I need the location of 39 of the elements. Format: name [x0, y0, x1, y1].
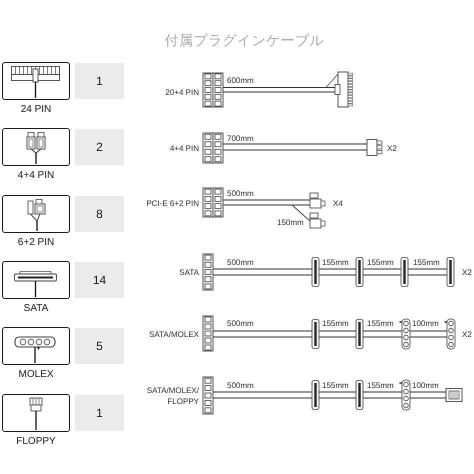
length-label: 155mm [413, 256, 440, 268]
cable-type-label: SATA/MOLEX/ FLOPPY [146, 385, 199, 407]
length-label: 155mm [322, 318, 349, 328]
quantity-cell: 8 [75, 196, 124, 232]
length-label: 155mm [322, 256, 349, 268]
quantity-cell: 14 [75, 262, 124, 298]
length-label: 500mm [227, 318, 254, 328]
connector-name: 4+4 PIN [18, 170, 54, 181]
cable-type-label: 20+4 PIN [165, 86, 199, 98]
quantity-label: X2 [462, 328, 472, 340]
connector-name: SATA [24, 303, 48, 314]
cable-type-label: 4+4 PIN [170, 142, 199, 154]
quantity-cell: 1 [75, 63, 124, 99]
length-label: 500mm [227, 380, 254, 390]
quantity-cell: 5 [75, 328, 124, 364]
cable-type-label: SATA [179, 266, 199, 278]
length-label: 500mm [227, 188, 254, 198]
length-label: 155mm [367, 256, 394, 268]
length-label: 155mm [367, 318, 394, 328]
quantity-cell: 2 [75, 129, 124, 165]
length-label: 100mm [412, 380, 439, 390]
length-label: 155mm [367, 380, 394, 390]
title: 付属プラグインケーブル [164, 33, 324, 49]
length-label: 100mm [412, 318, 439, 328]
length-label: 600mm [227, 74, 254, 86]
connector-name: MOLEX [18, 369, 54, 380]
cable-type-label: SATA/MOLEX [149, 328, 199, 340]
connector-name: FLOPPY [16, 436, 56, 447]
quantity-label: X2 [462, 266, 472, 278]
connector-name: 24 PIN [20, 104, 52, 115]
length-label: 150mm [277, 216, 304, 228]
connector-name: 6+2 PIN [18, 237, 54, 248]
quantity-label: X4 [333, 198, 343, 208]
length-label: 700mm [227, 132, 254, 144]
length-label: 155mm [322, 380, 349, 390]
quantity-label: X2 [387, 142, 397, 154]
length-label: 500mm [227, 256, 254, 268]
cable-type-label: PCI-E 6+2 PIN [146, 198, 199, 208]
quantity-cell: 1 [75, 395, 124, 431]
